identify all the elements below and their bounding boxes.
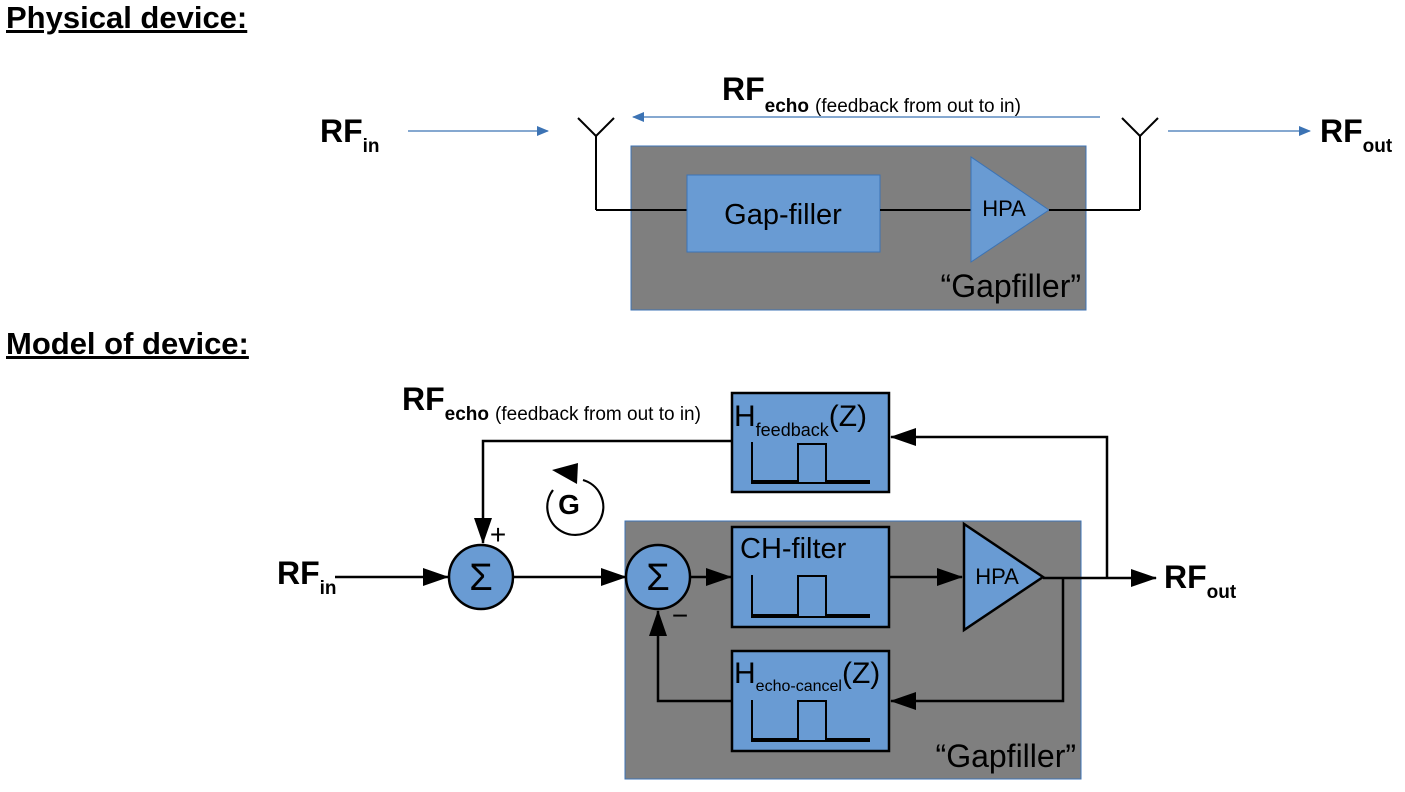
physical-device-heading: Physical device: — [6, 0, 248, 35]
model-rf-in-label: RFin — [277, 555, 337, 599]
echo-cancel-sum-symbol: Σ — [646, 557, 670, 599]
model-gapfiller-device-label: “Gapfiller” — [936, 738, 1076, 774]
physical-hpa-label: HPA — [982, 196, 1026, 221]
ch-filter-response-icon — [751, 575, 870, 618]
model-device-heading: Model of device: — [6, 326, 249, 361]
physical-rf-in-label: RFin — [320, 113, 380, 157]
physical-rf-out-label: RFout — [1320, 113, 1393, 157]
model-rf-echo-label: RFecho(feedback from out to in) — [402, 381, 701, 425]
physical-gapfiller-device-label: “Gapfiller” — [941, 268, 1081, 304]
physical-device: RFin Gap-filler HPA RFout — [320, 71, 1393, 311]
h-feedback-block — [730, 391, 891, 494]
output-antenna-icon — [1121, 117, 1159, 210]
echo-cancel-minus-sign: − — [672, 600, 688, 631]
loop-gain-label: G — [558, 489, 580, 520]
loop-gain-arrowhead — [552, 463, 578, 484]
h-echo-cancel-label: Hecho-cancel(Z) — [734, 657, 880, 695]
echo-cancel-to-sum-line — [649, 610, 732, 703]
feedback-tap-line — [890, 428, 1109, 578]
physical-rf-echo-label: RFecho(feedback from out to in) — [722, 71, 1021, 117]
input-antenna-icon — [577, 117, 615, 210]
input-sum-symbol: Σ — [469, 557, 493, 599]
loop-gain-arrow-icon — [546, 478, 605, 536]
ch-filter-label: CH-filter — [740, 533, 847, 565]
h-feedback-label: Hfeedback(Z) — [734, 400, 867, 440]
model-hpa-label: HPA — [975, 564, 1019, 589]
physical-gapfiller-block — [686, 174, 881, 253]
physical-gapfiller-block-label: Gap-filler — [724, 199, 842, 231]
feedback-to-sum-line — [474, 439, 732, 544]
model-hpa-triangle — [962, 521, 1046, 633]
model-rf-out-label: RFout — [1164, 559, 1237, 603]
echo-cancel-tap-line — [890, 578, 1065, 710]
model-device: Hfeedback(Z) RFecho(feedback from out to… — [277, 381, 1237, 780]
h-echo-cancel-response-icon — [751, 700, 870, 742]
input-sum-plus-sign: + — [490, 519, 506, 550]
h-feedback-filter-response-icon — [751, 442, 870, 484]
ch-filter-block — [730, 525, 891, 629]
physical-hpa-triangle — [970, 156, 1050, 263]
